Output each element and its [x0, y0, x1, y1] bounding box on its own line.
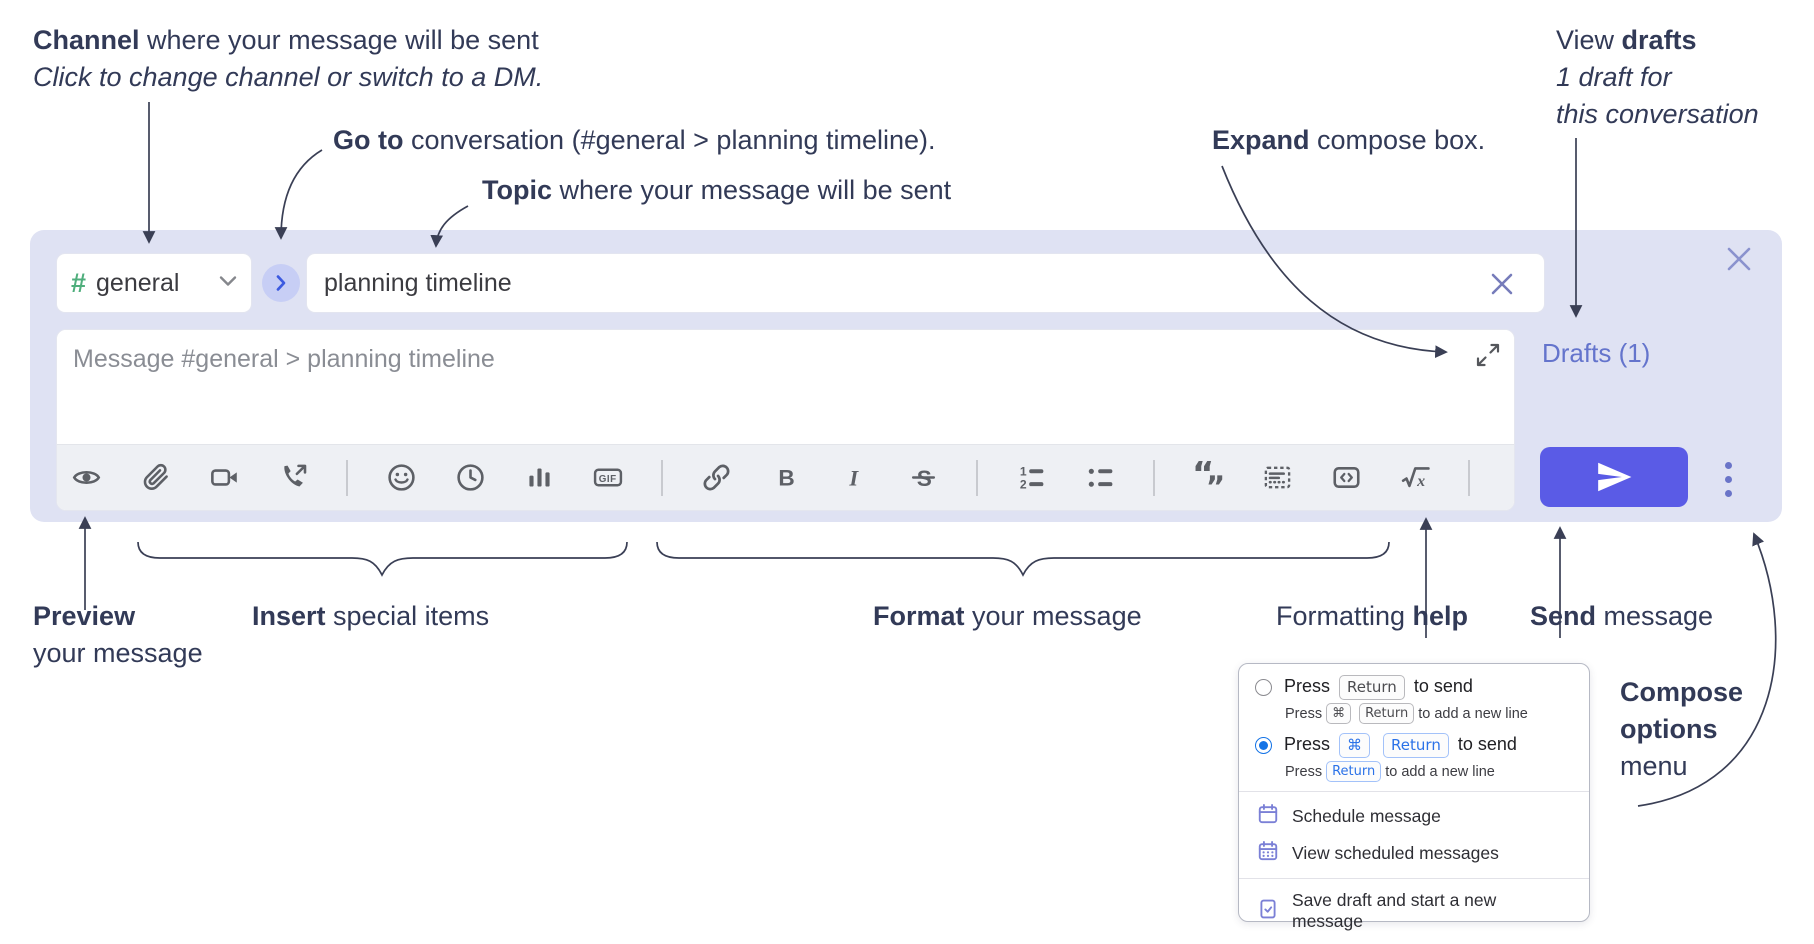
goto-annotation: Go to conversation (#general > planning …	[333, 125, 936, 155]
radio-unselected[interactable]	[1255, 679, 1272, 696]
drafts-link[interactable]: Drafts (1)	[1542, 338, 1651, 368]
keycap: ⌘	[1326, 703, 1352, 724]
svg-text:I: I	[848, 465, 859, 490]
svg-text:1: 1	[1019, 464, 1026, 478]
menu-item-label: View scheduled messages	[1292, 843, 1499, 863]
code-icon[interactable]	[1330, 462, 1362, 494]
video-call-icon[interactable]	[208, 462, 240, 494]
toolbar-divider	[661, 459, 663, 496]
channel-annotation: Channel where your message will be sent …	[33, 25, 544, 92]
chevron-right-icon	[276, 275, 286, 291]
menu-item[interactable]: Save draft and start a new message	[1255, 885, 1573, 937]
svg-text:x: x	[1416, 473, 1425, 490]
menu-item[interactable]: Schedule message	[1255, 798, 1573, 835]
option-sub-text: Press ⌘ Return to add a new line	[1285, 703, 1573, 724]
curly-braces	[137, 541, 1390, 577]
menu-item-label: Schedule message	[1292, 806, 1441, 826]
clear-topic-icon[interactable]	[1485, 267, 1519, 301]
gif-icon[interactable]: GIF	[592, 462, 624, 494]
drafts-annotation: View drafts 1 draft for this conversatio…	[1556, 25, 1759, 129]
menu-item-label: Save draft and start a new message	[1292, 890, 1497, 931]
insert-annotation: Insert special items	[252, 601, 490, 631]
toolbar-divider	[1468, 459, 1470, 496]
channel-name: general	[96, 268, 180, 297]
menu-divider	[1239, 878, 1589, 879]
preview-eye-icon[interactable]	[70, 462, 102, 494]
emoji-icon[interactable]	[385, 462, 417, 494]
message-area: GIF B I S 12 “” x?	[56, 329, 1515, 511]
bold-icon[interactable]: B	[769, 462, 801, 494]
quote-icon[interactable]: “”	[1192, 461, 1224, 494]
send-plane-icon	[1598, 462, 1632, 492]
italic-icon[interactable]: I	[838, 462, 870, 494]
option-main-text: Press ⌘ Return to send	[1284, 733, 1517, 758]
calendar-icon	[1257, 803, 1279, 830]
compose-options-kebab-icon[interactable]	[1710, 455, 1746, 503]
link-icon[interactable]	[700, 462, 732, 494]
menu-item[interactable]: View scheduled messages	[1255, 835, 1573, 872]
compose-box: # general GIF B I S 12 “” x? Drafts (1)	[30, 230, 1782, 522]
keycap: ⌘	[1339, 733, 1371, 758]
toolbar-divider	[346, 459, 348, 496]
bulleted-list-icon[interactable]	[1084, 462, 1116, 494]
toolbar-divider	[976, 459, 978, 496]
send-button[interactable]	[1540, 447, 1688, 507]
help-icon[interactable]: ?	[1507, 462, 1514, 494]
svg-text:GIF: GIF	[599, 474, 617, 485]
radio-selected[interactable]	[1255, 737, 1272, 754]
strikethrough-icon[interactable]: S	[907, 462, 939, 494]
math-icon[interactable]: x	[1399, 462, 1431, 494]
message-input[interactable]	[57, 330, 1514, 446]
menu-divider	[1239, 791, 1589, 792]
topic-annotation: Topic where your message will be sent	[482, 175, 952, 205]
go-to-conversation-button[interactable]	[262, 264, 300, 302]
formatting-help-annotation: Formatting help	[1276, 601, 1469, 631]
expand-compose-icon[interactable]	[1472, 340, 1504, 372]
keycap: Return	[1359, 703, 1415, 724]
compose-options-annotation: Compose options menu	[1620, 677, 1744, 781]
topic-input[interactable]	[306, 253, 1545, 313]
svg-text:“: “	[1192, 461, 1215, 494]
svg-text:2: 2	[1019, 478, 1026, 492]
calendar-grid-icon	[1257, 840, 1279, 867]
channel-hash-icon: #	[71, 267, 87, 298]
keycap: Return	[1383, 733, 1449, 758]
svg-text:”: ”	[1206, 470, 1224, 494]
compose-toolbar: GIF B I S 12 “” x?	[57, 444, 1514, 510]
poll-chart-icon[interactable]	[523, 462, 555, 494]
format-annotation: Format your message	[873, 601, 1142, 631]
preview-annotation: Preview your message	[33, 601, 203, 668]
svg-text:B: B	[778, 465, 794, 490]
keycap: Return	[1339, 675, 1405, 700]
save-draft-icon	[1257, 898, 1279, 925]
spoiler-icon[interactable]	[1261, 462, 1293, 494]
toolbar-divider	[1153, 459, 1155, 496]
time-clock-icon[interactable]	[454, 462, 486, 494]
send-annotation: Send message	[1530, 601, 1714, 631]
expand-annotation: Expand compose box.	[1212, 125, 1486, 155]
channel-selector[interactable]: # general	[56, 253, 252, 313]
chevron-down-icon	[219, 274, 237, 292]
keycap: Return	[1326, 761, 1382, 782]
close-compose-icon[interactable]	[1722, 242, 1756, 276]
attach-paperclip-icon[interactable]	[139, 462, 171, 494]
audio-call-icon[interactable]	[277, 462, 309, 494]
option-sub-text: Press Return to add a new line	[1285, 761, 1573, 782]
option-main-text: Press Return to send	[1284, 675, 1473, 700]
